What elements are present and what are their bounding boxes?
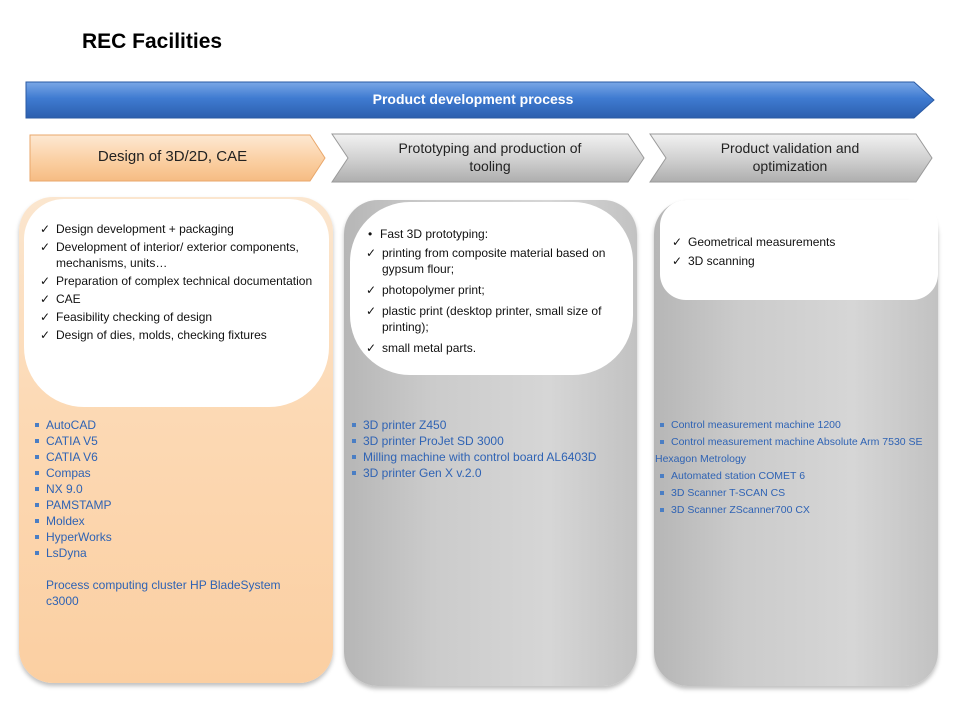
list-item: PAMSTAMP bbox=[30, 497, 325, 513]
list-item: 3D printer Gen X v.2.0 bbox=[347, 465, 627, 481]
computing-cluster-note: Process computing cluster HP BladeSystem… bbox=[46, 578, 281, 608]
list-item: CAE bbox=[38, 291, 323, 307]
stage-label-line: Prototyping and production of bbox=[398, 140, 582, 156]
validation-capabilities-list: Geometrical measurements 3D scanning bbox=[670, 234, 925, 272]
list-item: AutoCAD bbox=[30, 417, 325, 433]
stage-arrow-design bbox=[29, 134, 326, 182]
list-item: Control measurement machine Absolute Arm… bbox=[655, 434, 937, 468]
stage-label-validation: Product validation and optimization bbox=[655, 139, 925, 175]
list-item: Geometrical measurements bbox=[670, 234, 925, 250]
stage-label-design: Design of 3D/2D, CAE bbox=[97, 148, 248, 165]
design-capabilities-list: Design development + packaging Developme… bbox=[38, 221, 323, 345]
stage-label-line: tooling bbox=[469, 158, 511, 174]
list-item: photopolymer print; bbox=[364, 282, 624, 298]
list-item: 3D printer ProJet SD 3000 bbox=[347, 433, 627, 449]
list-item: Preparation of complex technical documen… bbox=[38, 273, 323, 289]
list-item: printing from composite material based o… bbox=[364, 245, 624, 277]
list-item: NX 9.0 bbox=[30, 481, 325, 497]
stage-label-line: optimization bbox=[752, 158, 828, 174]
list-item: Control measurement machine 1200 bbox=[655, 417, 937, 434]
list-item: CATIA V6 bbox=[30, 449, 325, 465]
list-item: 3D scanning bbox=[670, 253, 925, 269]
list-item: Development of interior/ exterior compon… bbox=[38, 239, 323, 271]
stage-arrow-validation bbox=[649, 133, 933, 183]
stage-arrow-prototyping bbox=[331, 133, 645, 183]
list-item: 3D Scanner ZScanner700 CX bbox=[655, 502, 937, 519]
list-item: LsDyna bbox=[30, 545, 325, 561]
list-item: 3D Scanner T-SCAN CS bbox=[655, 485, 937, 502]
list-item: Design development + packaging bbox=[38, 221, 323, 237]
list-item: 3D printer Z450 bbox=[347, 417, 627, 433]
main-process-arrow bbox=[25, 81, 935, 119]
stage-label-prototyping: Prototyping and production of tooling bbox=[345, 139, 635, 175]
main-arrow-label: Product development process bbox=[372, 91, 574, 107]
validation-capabilities-panel bbox=[660, 200, 938, 300]
stage-label-line: Product validation and bbox=[720, 140, 860, 156]
list-item: Automated station COMET 6 bbox=[655, 468, 937, 485]
process-arrows bbox=[25, 81, 935, 183]
list-item: CATIA V5 bbox=[30, 433, 325, 449]
list-item: Design of dies, molds, checking fixtures bbox=[38, 327, 323, 343]
validation-tools-list: Control measurement machine 1200 Control… bbox=[655, 417, 937, 519]
list-item: Moldex bbox=[30, 513, 325, 529]
list-item: Milling machine with control board AL640… bbox=[347, 449, 627, 465]
prototyping-lead: Fast 3D prototyping: bbox=[368, 227, 488, 241]
list-item: HyperWorks bbox=[30, 529, 325, 545]
design-tools-list: AutoCAD CATIA V5 CATIA V6 Compas NX 9.0 … bbox=[30, 417, 325, 561]
page-title: REC Facilities bbox=[82, 30, 223, 53]
list-item: small metal parts. bbox=[364, 340, 624, 356]
list-item: Compas bbox=[30, 465, 325, 481]
list-item: Feasibility checking of design bbox=[38, 309, 323, 325]
prototyping-capabilities-list: printing from composite material based o… bbox=[364, 245, 624, 361]
list-item: plastic print (desktop printer, small si… bbox=[364, 303, 624, 335]
prototyping-tools-list: 3D printer Z450 3D printer ProJet SD 300… bbox=[347, 417, 627, 481]
